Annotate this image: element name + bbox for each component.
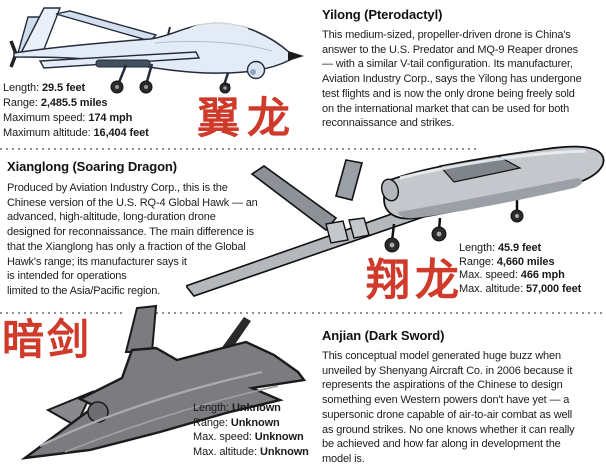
separator-dotted-line-1 [0,148,478,150]
spec-max-altitude: Max. altitude: 57,000 feet [459,282,582,295]
anjian-specs: Length: Unknown Range: Unknown Max. spee… [193,401,309,460]
xianglong-title: Xianglong (Soaring Dragon) [7,159,178,174]
anjian-title: Anjian (Dark Sword) [322,328,445,343]
yilong-specs: Length: 29.5 feet Range: 2,485.5 miles M… [3,81,149,141]
anjian-description: This conceptual model generated huge buz… [322,350,575,465]
anjian-drone-icon [20,304,307,460]
xianglong-description: Produced by Aviation Industry Corp., thi… [7,182,258,297]
xianglong-chinese-name: 翔龙 [366,256,464,305]
spec-max-speed: Max. speed: 466 mph [459,269,565,282]
xianglong-drone-icon [186,145,605,297]
spec-length: Length: 29.5 feet [3,82,86,94]
spec-range: Range: 2,485.5 miles [3,97,108,109]
spec-max-altitude: Max. altitude: Unknown [193,446,309,459]
spec-range: Range: 4,660 miles [459,255,555,268]
yilong-chinese-name: 翼龙 [197,95,297,143]
spec-max-altitude: Maximum altitude: 16,404 feet [3,127,149,139]
separator-dotted-line-2-right [156,312,606,314]
spec-max-speed: Max. speed: Unknown [193,431,304,444]
separator-dotted-line-2-left [0,312,122,314]
spec-max-speed: Maximum speed: 174 mph [3,112,133,124]
xianglong-specs: Length: 45.9 feet Range: 4,660 miles Max… [459,242,581,296]
yilong-description: This medium-sized, propeller-driven dron… [322,29,582,130]
anjian-chinese-name: 暗剑 [2,316,93,363]
spec-length: Length: Unknown [193,402,281,414]
spec-range: Range: Unknown [193,416,280,429]
yilong-drone-icon [9,7,304,94]
spec-length: Length: 45.9 feet [459,242,542,254]
yilong-title: Yilong (Pterodactyl) [322,7,443,22]
